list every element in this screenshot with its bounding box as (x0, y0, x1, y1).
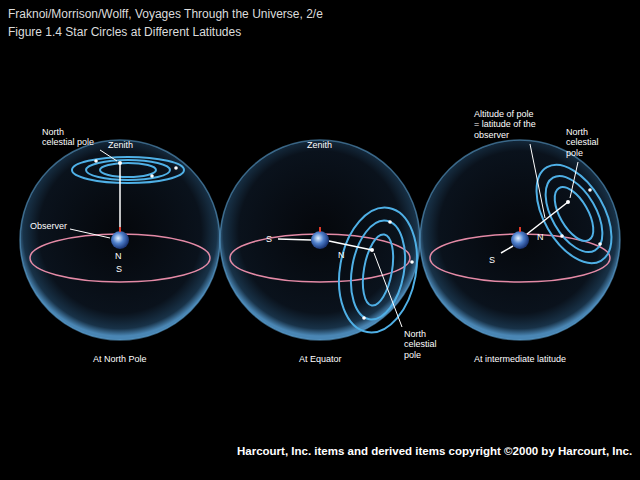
panel-caption: At North Pole (93, 354, 147, 364)
direction-label: S (116, 264, 122, 274)
north-pole-sphere (20, 140, 220, 340)
direction-label: N (115, 251, 122, 261)
pole-label: North celestial pole (566, 127, 606, 158)
panel-caption: At intermediate latitude (474, 354, 566, 364)
direction-label: S (266, 234, 272, 244)
intermediate-latitude-sphere (420, 140, 627, 340)
panel-caption: At Equator (299, 354, 342, 364)
direction-label: N (338, 250, 345, 260)
copyright-note: Harcourt, Inc. items and derived items c… (237, 445, 632, 458)
pole-label: North celestial pole (42, 127, 97, 148)
equator-sphere (220, 140, 426, 340)
direction-label: S (489, 255, 495, 265)
figure-title: Figure 1.4 Star Circles at Different Lat… (8, 26, 241, 40)
zenith-label: Zenith (307, 140, 332, 150)
book-credit: Fraknoi/Morrison/Wolff, Voyages Through … (8, 8, 323, 22)
altitude-note: Altitude of pole = latitude of the obser… (474, 109, 536, 140)
observer-label: Observer (30, 221, 67, 231)
direction-label: N (537, 232, 544, 242)
zenith-label: Zenith (108, 140, 133, 150)
pole-label: North celestial pole (404, 329, 444, 360)
